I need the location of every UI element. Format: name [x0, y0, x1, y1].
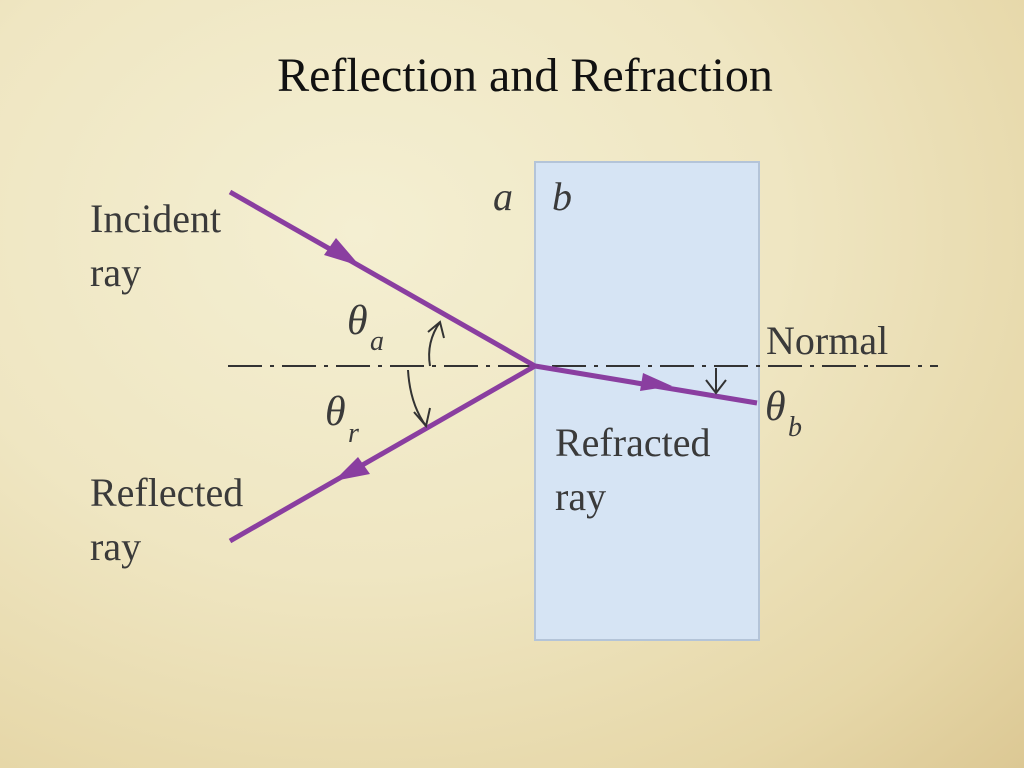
- reflected-ray: [228, 363, 537, 544]
- reflected-label-line2: ray: [90, 524, 141, 569]
- medium-a-label: a: [493, 174, 513, 219]
- theta-r-subscript: r: [348, 418, 359, 449]
- refracted-label-line1: Refracted: [555, 420, 710, 465]
- theta-a-arc-arrow: [427, 320, 445, 339]
- reflected-ray-arrowhead: [334, 457, 370, 481]
- slide-title: Reflection and Refraction: [277, 49, 773, 102]
- normal-label: Normal: [766, 318, 888, 363]
- theta-a-symbol: θ: [347, 298, 368, 344]
- reflected-label-line1: Reflected: [90, 470, 243, 515]
- theta-a-arc: [428, 321, 441, 367]
- theta-r-arc: [407, 369, 427, 427]
- theta-a-subscript: a: [370, 326, 384, 357]
- incident-label-line2: ray: [90, 250, 141, 295]
- incident-ray: [228, 189, 537, 369]
- theta-b-symbol: θ: [765, 384, 786, 430]
- refracted-label-line2: ray: [555, 474, 606, 519]
- theta-b-subscript: b: [788, 412, 802, 443]
- medium-b-label: b: [552, 174, 572, 219]
- theta-b-arc-arrow: [705, 379, 727, 395]
- incident-ray-arrowhead: [324, 238, 360, 266]
- theta-r-symbol: θ: [325, 389, 346, 435]
- theta-r-arc-arrow: [413, 407, 431, 429]
- medium-b-block: [534, 161, 760, 641]
- incident-label-line1: Incident: [90, 196, 221, 241]
- refracted-ray-arrowhead: [640, 373, 672, 391]
